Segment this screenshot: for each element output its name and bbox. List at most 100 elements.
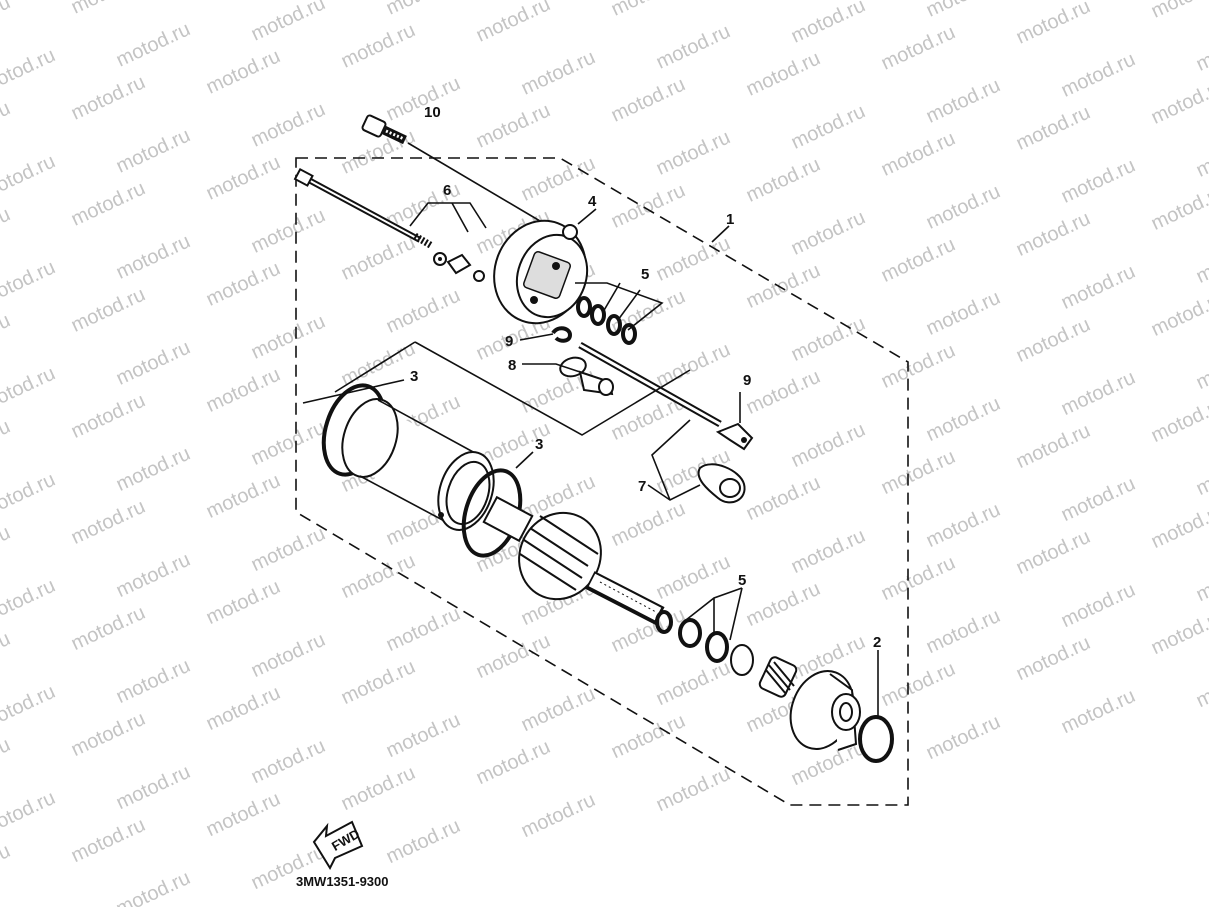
watermark-text: motod.ru	[653, 763, 734, 816]
watermark-text: motod.ru	[1013, 314, 1094, 367]
watermark-text: motod.ru	[878, 127, 959, 180]
bolt-10	[361, 114, 407, 145]
yoke-housing	[341, 398, 495, 531]
watermark-text: motod.ru	[878, 552, 959, 605]
watermark-text: motod.ru	[68, 71, 149, 124]
watermark-text: motod.ru	[923, 711, 1004, 764]
watermark-text: motod.ru	[1013, 632, 1094, 685]
watermark-text: motod.ru	[383, 0, 464, 20]
watermark-text: motod.ru	[113, 655, 194, 708]
watermark-text: motod.ru	[203, 364, 284, 417]
watermark-text: motod.ru	[1148, 606, 1209, 659]
watermark-text: motod.ru	[1148, 182, 1209, 235]
watermark-text: motod.ru	[653, 20, 734, 73]
watermark-text: motod.ru	[518, 46, 599, 99]
watermark-text: motod.ru	[1193, 553, 1209, 606]
watermark-text: motod.ru	[338, 762, 419, 815]
watermark-text: motod.ru	[1058, 367, 1139, 420]
watermark-text: motod.ru	[113, 337, 194, 390]
watermark-text: motod.ru	[1058, 261, 1139, 314]
watermark-text: motod.ru	[1013, 526, 1094, 579]
watermark-text: motod.ru	[0, 0, 14, 45]
terminal-9	[715, 422, 754, 451]
watermark-text: motod.ru	[878, 234, 959, 287]
watermark-text: motod.ru	[1148, 394, 1209, 447]
watermark-text: motod.ru	[608, 498, 689, 551]
watermark-text: motod.ru	[1013, 101, 1094, 154]
watermark-text: motod.ru	[113, 124, 194, 177]
watermark-text: motod.ru	[0, 416, 14, 469]
watermark-text: motod.ru	[1193, 447, 1209, 500]
watermark-text: motod.ru	[68, 708, 149, 761]
watermark-text: motod.ru	[923, 181, 1004, 234]
watermark-text: motod.ru	[338, 656, 419, 709]
watermark-text: motod.ru	[743, 153, 824, 206]
watermark-text: motod.ru	[68, 390, 149, 443]
watermark-text: motod.ru	[248, 735, 329, 788]
callout-3-right: 3	[535, 436, 543, 453]
watermark-text: motod.ru	[248, 0, 329, 46]
watermark-text: motod.ru	[113, 761, 194, 814]
watermark-text: motod.ru	[1058, 579, 1139, 632]
watermark-text: motod.ru	[68, 177, 149, 230]
watermark-text: motod.ru	[203, 470, 284, 523]
watermark-text: motod.ru	[338, 231, 419, 284]
watermark-text: motod.ru	[0, 681, 59, 734]
watermark-text: motod.ru	[338, 19, 419, 72]
watermark-text: motod.ru	[923, 499, 1004, 552]
watermark-text: motod.ru	[0, 309, 14, 362]
assembly-boundary	[295, 157, 909, 806]
watermark-text: motod.ru	[0, 628, 14, 681]
watermark-text: motod.ru	[1193, 235, 1209, 288]
watermark-text: motod.ru	[0, 363, 59, 416]
watermark-text: motod.ru	[923, 0, 1004, 22]
watermark-text: motod.ru	[203, 682, 284, 735]
watermark-text: motod.ru	[653, 657, 734, 710]
watermark-text: motod.ru	[743, 472, 824, 525]
watermark-text: motod.ru	[788, 313, 869, 366]
watermark-text: motod.ru	[743, 366, 824, 419]
watermark-text: motod.ru	[743, 47, 824, 100]
watermark-text: motod.ru	[383, 815, 464, 868]
watermark-text: motod.ru	[923, 287, 1004, 340]
o-ring-2	[858, 715, 894, 763]
watermark-text: motod.ru	[788, 207, 869, 260]
watermark-text: motod.ru	[608, 710, 689, 763]
watermark-text: motod.ru	[68, 496, 149, 549]
seal-bearing	[730, 644, 798, 698]
diagram-code: 3MW1351-9300	[296, 874, 389, 889]
watermark-text: motod.ru	[1013, 208, 1094, 261]
watermark-text: motod.ru	[1013, 0, 1094, 49]
watermark-text: motod.ru	[473, 0, 554, 47]
watermark-text: motod.ru	[383, 603, 464, 656]
callout-3-left: 3	[410, 368, 418, 385]
watermark-text: motod.ru	[1058, 48, 1139, 101]
watermark-text: motod.ru	[203, 257, 284, 310]
washers-5-lower	[655, 610, 729, 663]
callouts: 10 6 4 1 5 9 8 3 9 3 7 5 2	[410, 104, 881, 651]
watermark-text: motod.ru	[653, 339, 734, 392]
watermark-text: motod.ru	[68, 602, 149, 655]
watermark-text: motod.ru	[653, 233, 734, 286]
watermark-text: motod.ru	[203, 788, 284, 841]
watermark-text: motod.ru	[788, 0, 869, 48]
watermark-text: motod.ru	[743, 578, 824, 631]
watermark-text: motod.ru	[383, 709, 464, 762]
armature	[482, 495, 665, 625]
watermark-text: motod.ru	[113, 18, 194, 71]
fwd-arrow-icon: FWD	[312, 820, 364, 871]
watermark-text: motod.ru	[878, 340, 959, 393]
watermark-text: motod.ru	[1148, 0, 1209, 23]
through-bolt	[293, 167, 434, 250]
watermark-text: motod.ru	[1193, 22, 1209, 75]
watermark-text: motod.ru	[878, 658, 959, 711]
watermark-text: motod.ru	[473, 99, 554, 152]
watermark-text: motod.ru	[203, 45, 284, 98]
watermark-text: motod.ru	[0, 150, 59, 203]
watermark-text: motod.ru	[878, 21, 959, 74]
watermark-text: motod.ru	[0, 256, 59, 309]
leader-lines	[302, 142, 879, 718]
watermark-text: motod.ru	[923, 393, 1004, 446]
watermark-text: motod.ru	[878, 446, 959, 499]
